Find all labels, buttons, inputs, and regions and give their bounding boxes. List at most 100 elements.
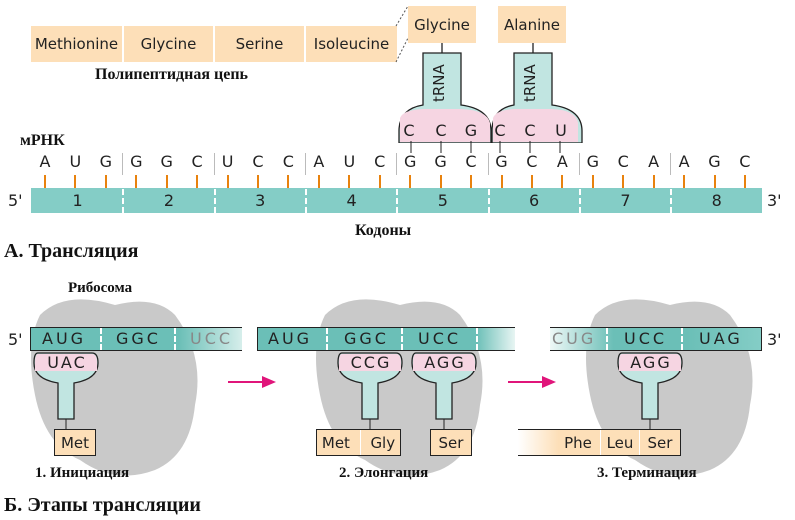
bond-connector <box>395 5 409 63</box>
amino-acid-isoleucine: Isoleucine <box>306 26 397 62</box>
polypeptide-label: Полипептидная цепь <box>95 66 249 83</box>
nucleotide-tick <box>743 175 746 188</box>
nucleotide: G <box>99 152 112 171</box>
nucleotide-tick <box>409 175 412 188</box>
codon-number: 3 <box>255 191 266 210</box>
codon-divider <box>213 189 216 213</box>
section-b-title: Б. Этапы трансляции <box>4 494 201 516</box>
anticodon: UAC <box>47 353 87 372</box>
codon: AUG <box>42 329 87 348</box>
anticodon-base: C <box>403 121 415 140</box>
nucleotide: U <box>69 152 82 171</box>
nucleotide: C <box>739 152 751 171</box>
trna-stage-2a <box>337 352 403 429</box>
five-prime-label: 5' <box>8 191 23 210</box>
nucleotide: U <box>221 152 234 171</box>
codon-separator <box>122 153 124 175</box>
nucleotide-tick <box>257 175 259 188</box>
amino-acid-methionine: Methionine <box>31 26 122 62</box>
nucleotide: G <box>130 152 143 171</box>
arrow-right-icon <box>508 376 556 388</box>
nucleotide-tick <box>44 175 46 188</box>
nucleotide: G <box>160 152 173 171</box>
codon: GGC <box>344 329 389 348</box>
trna-shape <box>491 43 583 143</box>
nucleotide-tick <box>104 175 107 188</box>
nucleotide: C <box>191 152 203 171</box>
codon-divider <box>476 328 478 350</box>
codon-divider <box>122 189 125 213</box>
nucleotide-tick <box>378 175 381 188</box>
peptide-bond <box>639 430 640 455</box>
base-pair-lines <box>410 141 561 153</box>
codon-separator <box>578 153 580 175</box>
peptide-bond <box>359 430 361 455</box>
nucleotide: C <box>374 152 386 171</box>
nucleotide: G <box>708 152 721 171</box>
codon-number: 2 <box>163 191 175 210</box>
dipeptide: Met Gly <box>316 429 401 456</box>
nucleotide-tick <box>530 175 533 188</box>
codon-separator <box>670 153 672 175</box>
codon-divider <box>174 328 176 350</box>
nucleotide: C <box>526 152 538 171</box>
codons-label: Кодоны <box>355 222 412 239</box>
nucleotide: G <box>586 152 599 171</box>
nucleotide-tick <box>652 175 655 188</box>
stage-3-label: 3. Терминация <box>597 465 697 481</box>
nucleotide: G <box>495 152 508 171</box>
codon-number: 6 <box>529 191 540 210</box>
mrna-strip-stage-1 <box>30 327 242 351</box>
mrna-strip-stage-2 <box>257 327 515 351</box>
nucleotide-tick <box>74 175 77 188</box>
nucleotide: C <box>465 152 477 171</box>
nucleotide-tick <box>713 175 716 188</box>
trna-stage-1 <box>33 352 99 429</box>
amino-acid-gly: Gly <box>370 433 396 452</box>
nucleotide-tick <box>561 175 564 188</box>
nucleotide-tick <box>683 175 686 188</box>
nucleotide: A <box>39 152 51 171</box>
amino-acid-leu: Leu <box>606 433 634 452</box>
amino-acid-serine: Serine <box>215 26 304 62</box>
three-prime-label-b: 3' <box>767 330 782 349</box>
nucleotide-tick <box>439 175 442 188</box>
codon: CUG <box>552 329 597 348</box>
codon: AUG <box>268 329 313 348</box>
peptide-bond <box>600 430 601 455</box>
nucleotide-tick <box>165 175 168 188</box>
nucleotide: G <box>403 152 417 171</box>
nucleotide-tick <box>591 175 594 188</box>
codon-divider <box>401 328 403 350</box>
mrna-label: мРНК <box>20 132 65 149</box>
amino-acid-glycine: Glycine <box>124 26 213 62</box>
codon: UCC <box>418 329 462 348</box>
stage-1-label: 1. Инициация <box>35 465 130 481</box>
anticodon-base: C <box>524 121 536 140</box>
nucleotide: A <box>678 152 690 171</box>
amino-acid-glycine-incoming: Glycine <box>408 6 476 43</box>
anticodon: CCG <box>350 353 392 372</box>
codon: UCC <box>190 329 234 348</box>
nucleotide: G <box>434 152 447 171</box>
codon: UCC <box>624 329 668 348</box>
nucleotide-tick <box>622 175 625 188</box>
anticodon: AGG <box>424 353 466 372</box>
trna-shape <box>398 43 492 143</box>
codon-separator <box>396 153 398 175</box>
amino-acid-ser: Ser <box>647 433 673 452</box>
anticodon: AGG <box>630 353 672 372</box>
codon-divider <box>578 189 581 213</box>
codon-separator <box>213 153 215 175</box>
trna-stage-2b <box>411 352 477 429</box>
codon-number: 8 <box>711 191 722 210</box>
arrow-right-icon <box>228 376 276 388</box>
codon-divider <box>606 328 608 350</box>
nucleotide: C <box>282 152 294 171</box>
codon-divider <box>304 189 307 213</box>
three-prime-label: 3' <box>767 191 782 210</box>
nucleotide-tick <box>226 175 229 188</box>
nucleotide-tick <box>317 175 320 188</box>
amino-acid-phe: Phe <box>564 433 592 452</box>
trna-stage-3 <box>617 352 683 429</box>
